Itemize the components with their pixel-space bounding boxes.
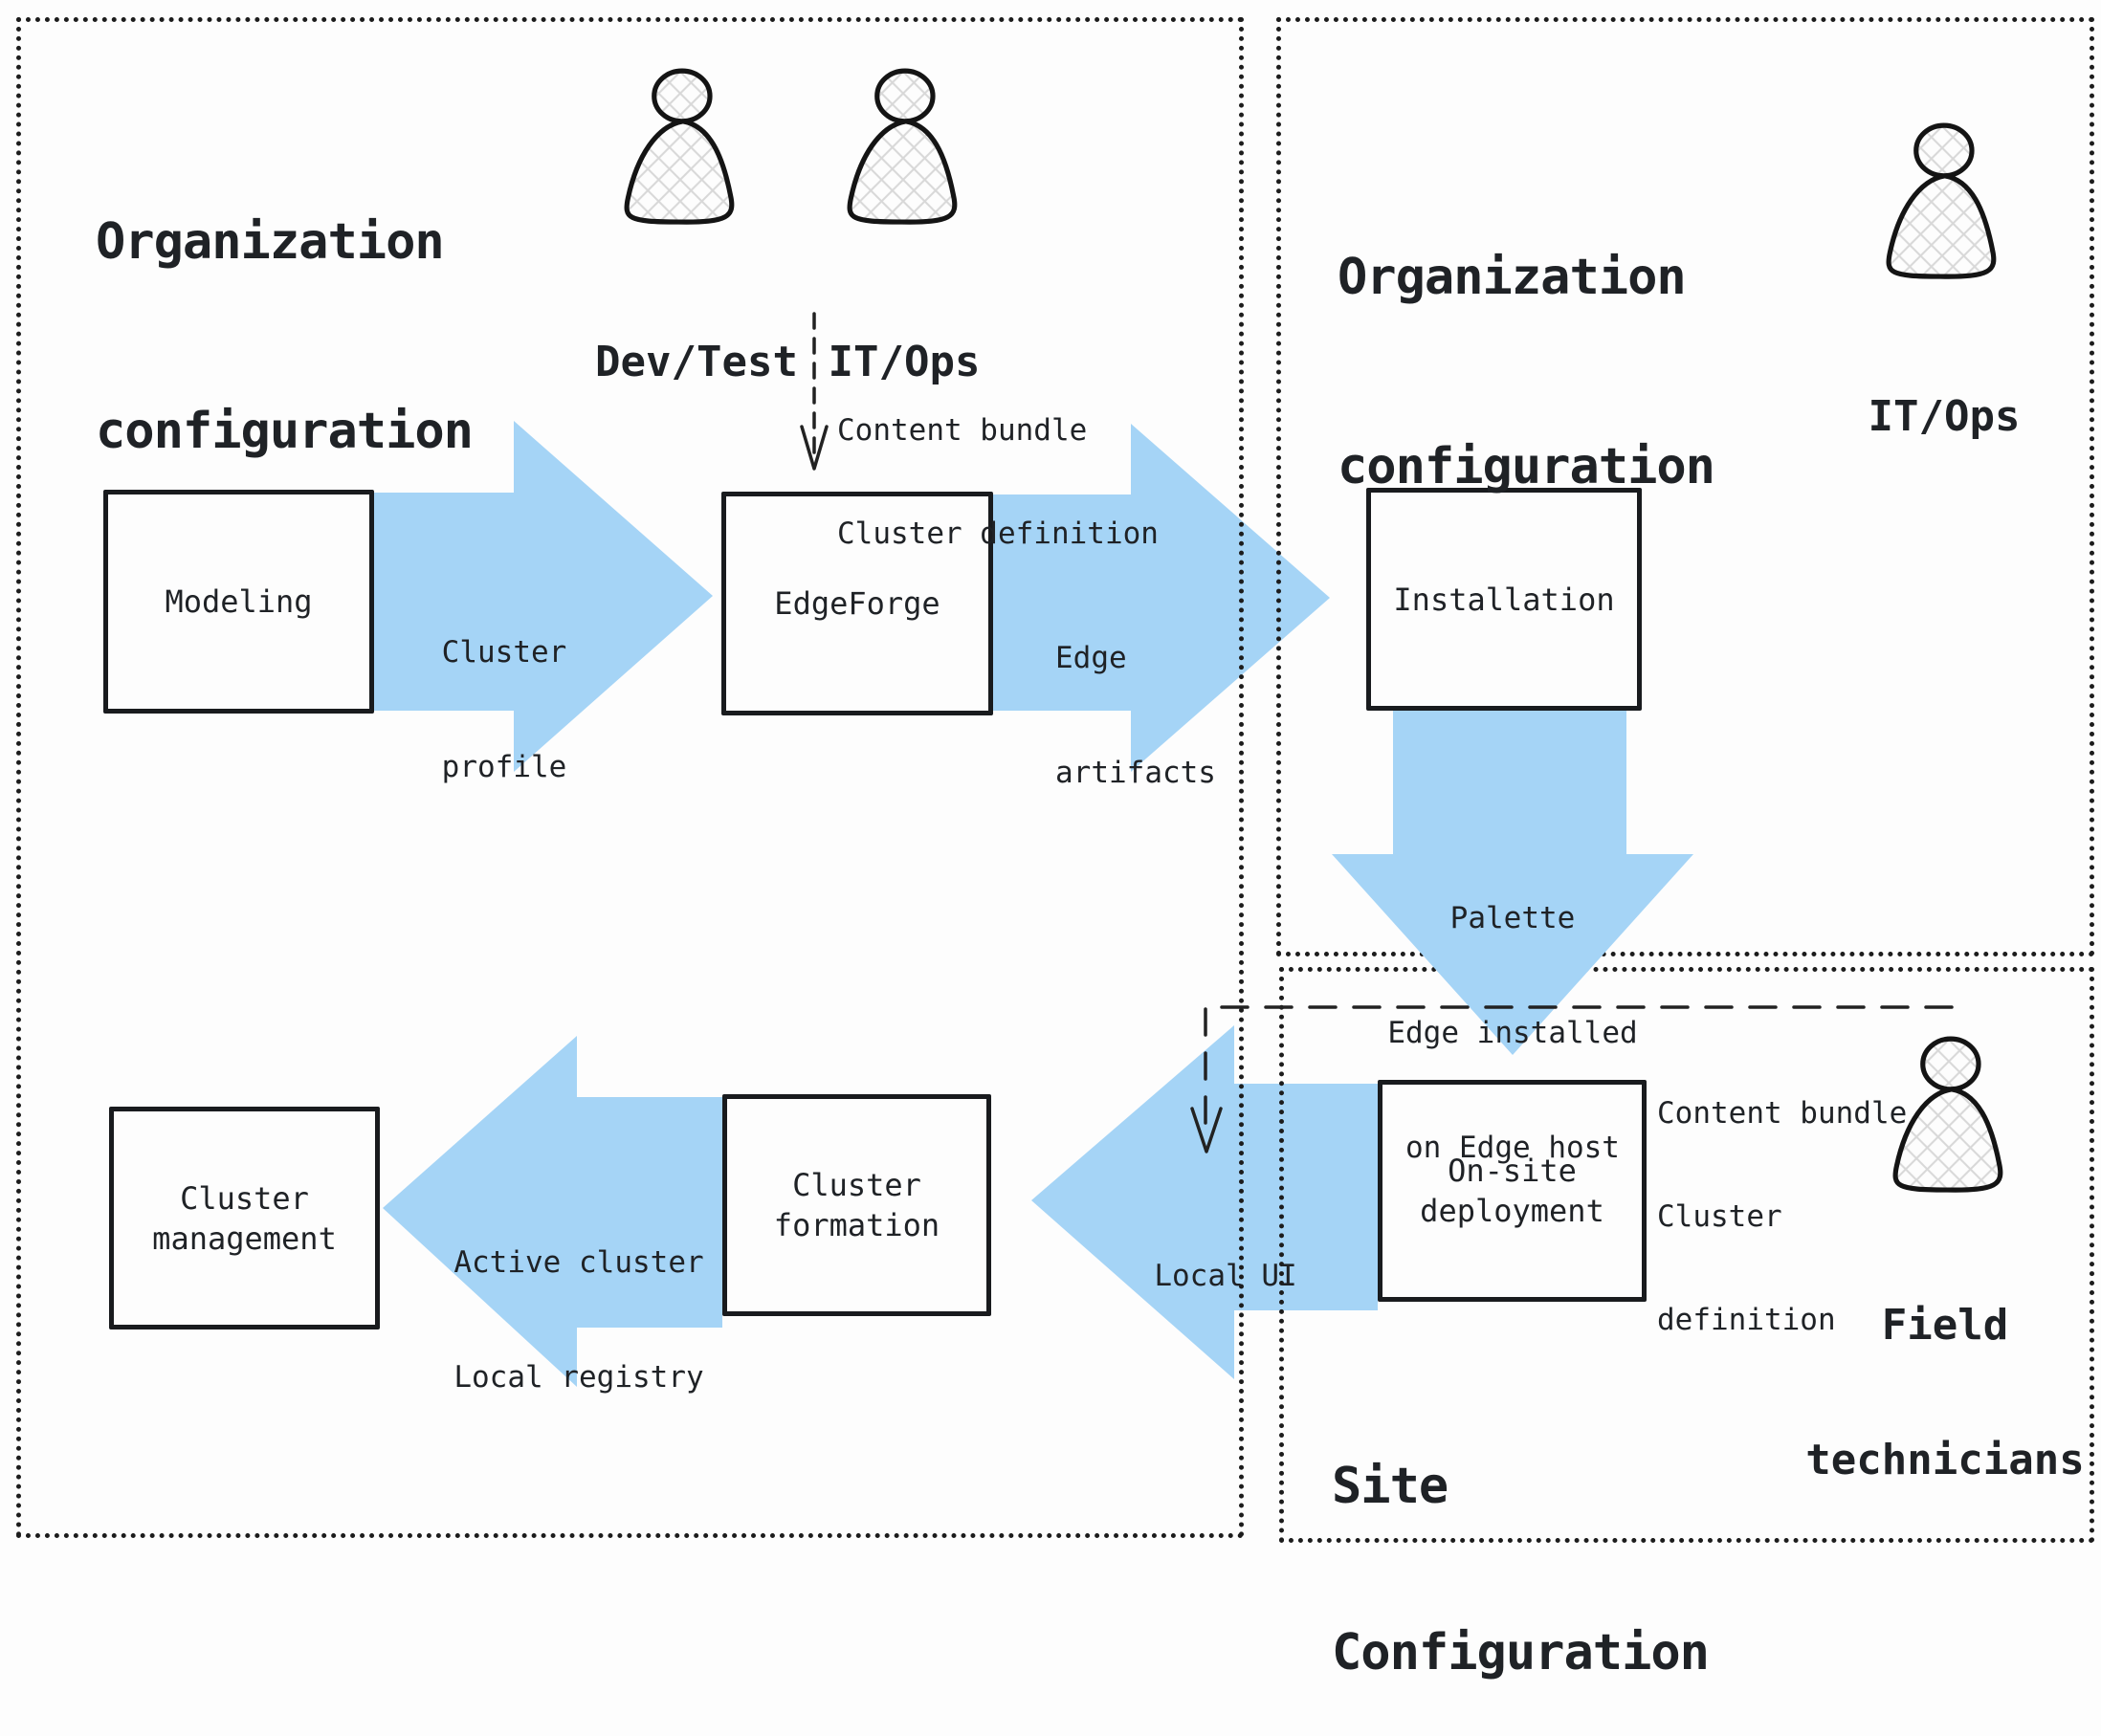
node-label: Installation xyxy=(1393,581,1615,618)
it-ops-right-label: IT/Ops xyxy=(1869,304,2021,484)
node-label: Cluster xyxy=(792,1167,921,1203)
title-line: Configuration xyxy=(1332,1624,1710,1681)
flow-label-line: Local UI xyxy=(1154,1259,1297,1293)
dev-test-person-icon xyxy=(627,71,732,222)
flow-label-line: Cluster definition xyxy=(837,516,1159,551)
node-cluster-management: Cluster management xyxy=(109,1107,380,1329)
block-arrows-over-layer xyxy=(0,0,2101,1549)
actor-label-line: technicians xyxy=(1805,1436,2085,1484)
org-right-title: Organization configuration xyxy=(1338,120,1715,561)
active-cluster-arrow xyxy=(383,1036,722,1387)
flow-label-line: artifacts xyxy=(1055,756,1216,790)
flow-label-line: definition xyxy=(1657,1303,1836,1337)
palette-edge-installed-label: Palette Edge installed on Edge host xyxy=(1387,823,1637,1205)
node-onsite-deployment: On-site deployment xyxy=(1378,1080,1647,1302)
title-line: configuration xyxy=(96,403,474,460)
actor-label-line: IT/Ops xyxy=(828,338,981,386)
actor-label-line: IT/Ops xyxy=(1868,392,2021,441)
flow-label-line: Content bundle xyxy=(1657,1096,1908,1131)
flow-label-line: Cluster xyxy=(441,635,567,670)
node-label: On-site xyxy=(1448,1153,1577,1189)
site-config-title: Site Configuration xyxy=(1332,1348,1710,1736)
node-label: EdgeForge xyxy=(774,585,940,622)
node-label: management xyxy=(152,1220,337,1257)
it-ops-left-person-icon xyxy=(850,71,955,222)
field-technicians-label: Field technicians xyxy=(1805,1213,2084,1527)
title-line: configuration xyxy=(1338,438,1715,495)
node-label: Modeling xyxy=(165,583,313,620)
actor-label-line: Dev/Test xyxy=(595,338,798,386)
title-line: Organization xyxy=(1338,249,1687,306)
node-cluster-formation: Cluster formation xyxy=(722,1094,991,1316)
cluster-profile-label: Cluster profile xyxy=(442,557,567,824)
flow-label-line: Active cluster xyxy=(453,1245,704,1280)
node-modeling: Modeling xyxy=(103,490,374,714)
org-left-title: Organization configuration xyxy=(96,84,474,526)
edge-artifacts-label: Edge artifacts xyxy=(1055,562,1216,830)
block-arrows-under-layer xyxy=(365,421,1378,1387)
node-label: formation xyxy=(773,1207,940,1243)
title-line: Site xyxy=(1332,1458,1449,1515)
flow-label-line: Edge installed xyxy=(1387,1016,1638,1050)
content-bundle-site-dashed-arrow xyxy=(1190,1005,1954,1154)
flow-label-line: profile xyxy=(441,750,567,784)
edge-artifacts-arrow xyxy=(988,424,1330,772)
node-edgeforge: EdgeForge xyxy=(721,492,993,715)
content-bundle-site-label: Content bundle Cluster definition xyxy=(1657,1027,1907,1372)
flow-label-line: Edge xyxy=(1055,641,1127,675)
palette-install-arrow xyxy=(1332,711,1693,1055)
title-line: Organization xyxy=(96,213,445,271)
flow-label-line: Local registry xyxy=(453,1360,704,1395)
flow-label-line: on Edge host xyxy=(1405,1131,1620,1165)
it-ops-left-label: IT/Ops xyxy=(829,250,981,429)
actor-label-line: Field xyxy=(1881,1301,2009,1350)
dev-test-label: Dev/Test xyxy=(595,250,798,429)
node-installation: Installation xyxy=(1366,488,1642,711)
workflow-diagram: { "colors": {"arrow": "#a5d4f6", "ink": … xyxy=(0,0,2101,1681)
it-ops-right-person-icon xyxy=(1889,125,1994,276)
field-technicians-person-icon xyxy=(1895,1039,2001,1190)
content-bundle-top-dashed-arrow xyxy=(800,312,829,471)
local-ui-arrow xyxy=(1031,1025,1378,1379)
active-cluster-label: Active cluster Local registry xyxy=(453,1167,703,1435)
node-label: deployment xyxy=(1420,1193,1604,1229)
flow-label-line: Palette xyxy=(1449,901,1576,935)
flow-label-line: Cluster xyxy=(1657,1199,1782,1234)
node-label: Cluster xyxy=(180,1179,309,1217)
content-bundle-top-label: Content bundle Cluster definition xyxy=(837,344,1159,585)
flow-label-line: Content bundle xyxy=(837,413,1088,448)
cluster-profile-arrow xyxy=(365,421,713,772)
local-ui-label: Local UI xyxy=(1154,1180,1296,1333)
